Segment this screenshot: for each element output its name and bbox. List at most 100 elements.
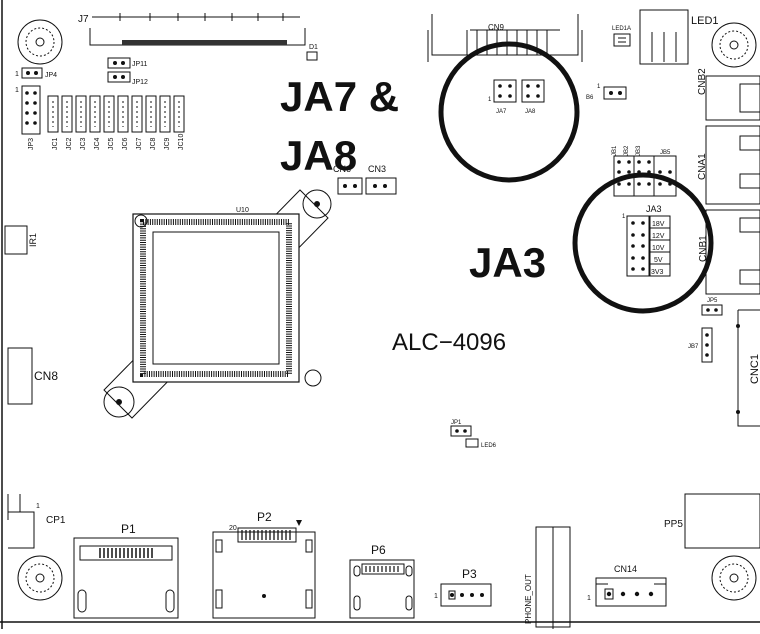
mounting-hole bbox=[711, 555, 757, 601]
callout-ja7-ja8-line1: JA7 & bbox=[280, 73, 399, 120]
svg-text:JC4: JC4 bbox=[94, 137, 101, 150]
svg-text:CN3: CN3 bbox=[368, 164, 386, 174]
svg-text:JP5: JP5 bbox=[707, 298, 718, 304]
p6-connector: P6 bbox=[349, 543, 415, 619]
svg-text:JC2: JC2 bbox=[66, 137, 73, 150]
cnc1-connector: CNC1 bbox=[736, 309, 760, 427]
svg-text:JB1: JB1 bbox=[612, 145, 618, 156]
jb7-jumper: JB7 bbox=[688, 327, 713, 363]
svg-text:P6: P6 bbox=[371, 543, 386, 557]
phone-out-jack: PHONE_OUT bbox=[524, 526, 571, 629]
callout-ja7-ja8-line2: JA8 bbox=[280, 132, 357, 179]
u10-chip: U10 bbox=[103, 189, 332, 419]
led1-component: LED1 bbox=[639, 9, 719, 65]
svg-text:JP3: JP3 bbox=[28, 138, 35, 150]
cnb2-connector: CNB2 bbox=[697, 68, 760, 121]
svg-text:JB7: JB7 bbox=[688, 344, 699, 350]
svg-text:1: 1 bbox=[597, 84, 601, 90]
svg-text:1: 1 bbox=[587, 595, 591, 602]
svg-text:CNB1: CNB1 bbox=[698, 235, 709, 262]
board-model-label: ALC−4096 bbox=[392, 329, 506, 356]
cn6-connector: CN6 bbox=[333, 164, 363, 195]
cnb1-connector: CNB1 bbox=[698, 209, 760, 295]
svg-text:CNC1: CNC1 bbox=[749, 354, 760, 384]
svg-text:JB2: JB2 bbox=[624, 145, 630, 156]
svg-text:JC9: JC9 bbox=[164, 137, 171, 150]
svg-text:5V: 5V bbox=[654, 257, 663, 264]
ja8-jumper: JA8 bbox=[521, 79, 545, 115]
cn9-connector: CN9 bbox=[427, 14, 583, 62]
svg-text:B6: B6 bbox=[586, 95, 594, 101]
svg-text:JC8: JC8 bbox=[150, 137, 157, 150]
svg-text:10V: 10V bbox=[652, 245, 665, 252]
cna1-connector: CNA1 bbox=[697, 125, 760, 205]
svg-text:JP1: JP1 bbox=[451, 420, 462, 426]
j7-connector: J7 bbox=[78, 13, 306, 46]
ja3-highlight-circle bbox=[572, 172, 714, 314]
svg-text:18V: 18V bbox=[652, 221, 665, 228]
mounting-hole bbox=[17, 19, 63, 65]
svg-text:JC7: JC7 bbox=[136, 137, 143, 150]
jp3-header: 1 JP3 bbox=[15, 85, 41, 150]
svg-text:U10: U10 bbox=[236, 207, 249, 214]
jp4-jumper: 1 JP4 bbox=[15, 67, 57, 79]
svg-text:JC5: JC5 bbox=[108, 137, 115, 150]
svg-text:1: 1 bbox=[15, 71, 19, 78]
p2-connector: P2 20 bbox=[212, 510, 316, 619]
callout-ja3: JA3 bbox=[469, 239, 546, 286]
svg-text:CN6: CN6 bbox=[333, 164, 351, 174]
svg-text:CN14: CN14 bbox=[614, 564, 637, 574]
ir1-component: IR1 bbox=[4, 225, 38, 255]
svg-text:JB3: JB3 bbox=[636, 145, 642, 156]
ja7-jumper: 1 JA7 bbox=[488, 79, 517, 115]
svg-text:JP11: JP11 bbox=[132, 61, 148, 68]
svg-text:12V: 12V bbox=[652, 233, 665, 240]
cn3-connector: CN3 bbox=[365, 164, 397, 195]
svg-text:CNA1: CNA1 bbox=[697, 153, 708, 180]
svg-text:1: 1 bbox=[622, 214, 626, 220]
p1-connector: P1 bbox=[73, 522, 179, 619]
cp1-connector: 1 CP1 bbox=[7, 494, 66, 549]
svg-text:JC3: JC3 bbox=[80, 137, 87, 150]
svg-text:JP12: JP12 bbox=[132, 79, 148, 86]
svg-text:JA8: JA8 bbox=[525, 109, 536, 115]
svg-text:JC1: JC1 bbox=[52, 137, 59, 150]
svg-text:JA7: JA7 bbox=[496, 109, 507, 115]
jb6-jumper: 1 B6 bbox=[586, 84, 627, 101]
svg-text:P1: P1 bbox=[121, 522, 136, 536]
svg-text:CP1: CP1 bbox=[46, 515, 66, 526]
svg-text:LED1A: LED1A bbox=[612, 26, 631, 32]
svg-text:CN9: CN9 bbox=[488, 23, 505, 32]
svg-text:20: 20 bbox=[229, 525, 237, 532]
jp11-jumper: JP11 bbox=[107, 57, 148, 69]
svg-text:3V3: 3V3 bbox=[651, 269, 664, 276]
svg-text:1: 1 bbox=[488, 97, 492, 103]
cn14-connector: CN14 1 bbox=[587, 564, 667, 607]
jp12-jumper: JP12 bbox=[107, 71, 148, 86]
mounting-hole bbox=[17, 555, 63, 601]
svg-text:PP5: PP5 bbox=[664, 519, 683, 530]
svg-text:LED1: LED1 bbox=[691, 15, 719, 27]
d1-component: D1 bbox=[306, 44, 318, 61]
led6-component: LED6 bbox=[465, 438, 497, 449]
svg-text:P3: P3 bbox=[462, 567, 477, 581]
svg-text:CNB2: CNB2 bbox=[697, 68, 708, 95]
svg-text:JC10: JC10 bbox=[178, 134, 185, 150]
pp5-connector: PP5 bbox=[664, 493, 760, 549]
svg-text:LED6: LED6 bbox=[481, 443, 497, 449]
svg-text:P2: P2 bbox=[257, 510, 272, 524]
svg-text:1: 1 bbox=[15, 87, 19, 94]
jp1-jumper: JP1 bbox=[450, 420, 472, 437]
svg-text:JP4: JP4 bbox=[45, 72, 57, 79]
svg-text:IR1: IR1 bbox=[28, 233, 38, 247]
jb-jumper-block: JB1 JB2 JB3 JB5 bbox=[612, 145, 677, 197]
led1a-component: LED1A bbox=[612, 26, 631, 47]
svg-text:JA3: JA3 bbox=[646, 204, 662, 214]
svg-text:1: 1 bbox=[434, 593, 438, 600]
ja7-ja8-highlight-circle bbox=[438, 41, 580, 183]
svg-text:J7: J7 bbox=[78, 14, 89, 25]
cn8-connector: CN8 bbox=[7, 347, 58, 405]
jp5-jumper: JP5 bbox=[701, 298, 723, 316]
